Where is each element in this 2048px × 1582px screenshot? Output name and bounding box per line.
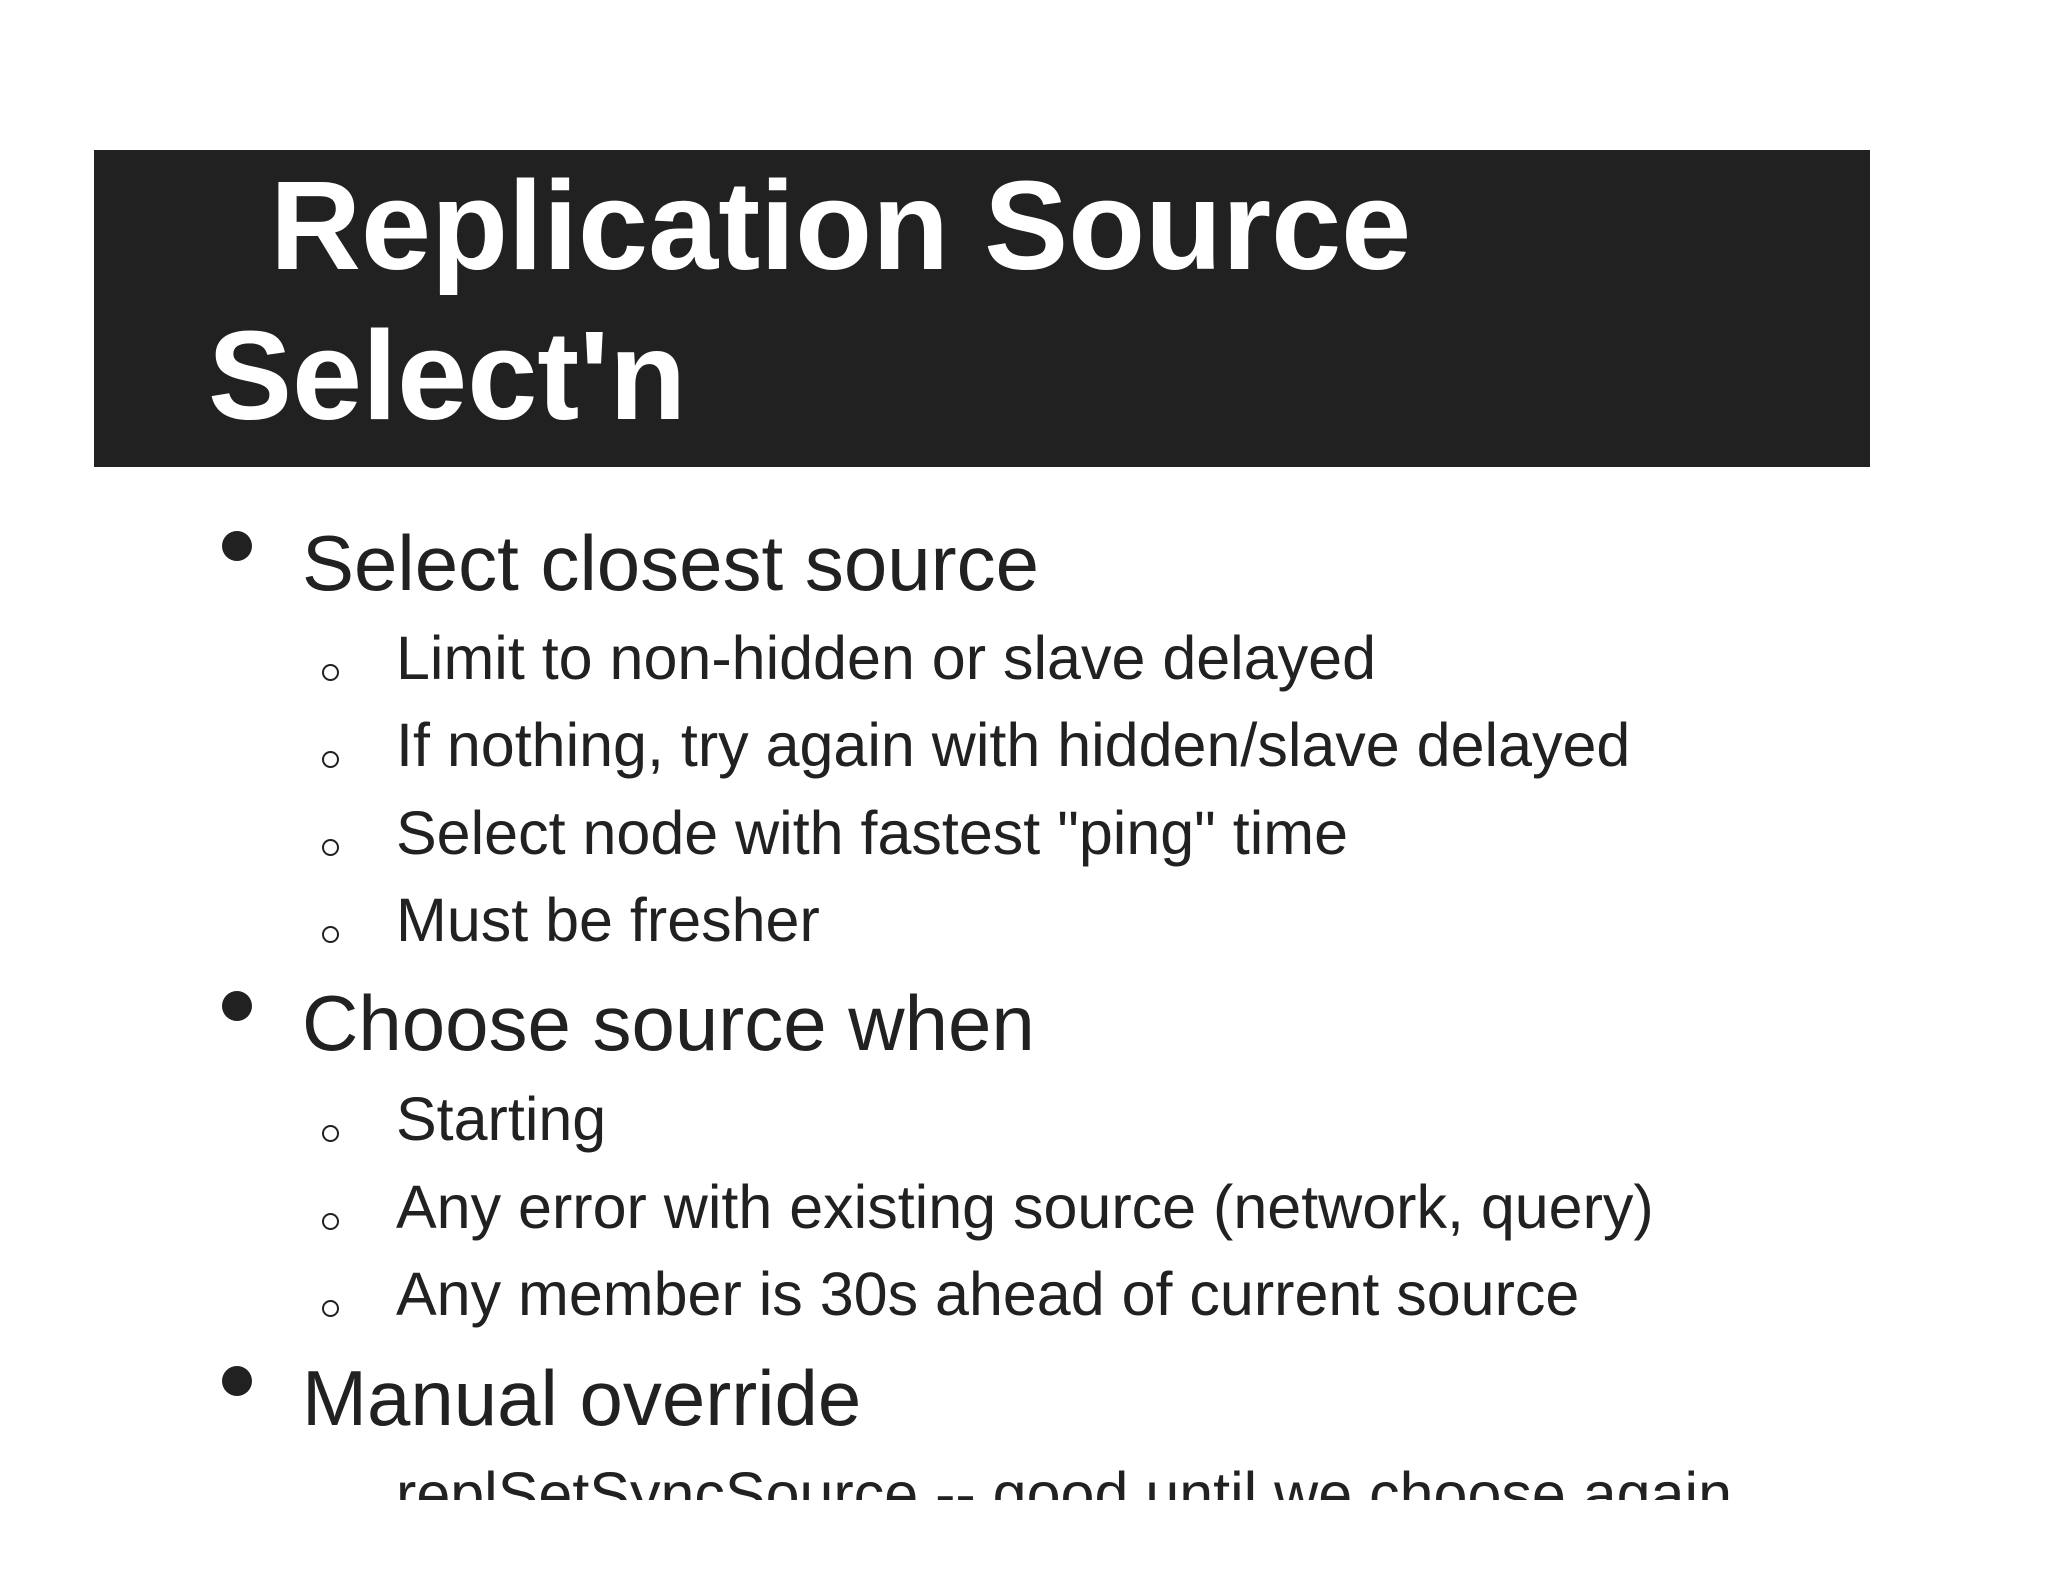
bullet-item: Choose source when [302,979,1035,1067]
title-bar [94,150,1870,467]
slide-title-line-1: Replication Source [270,155,1412,296]
sub-bullet-circle-icon [322,1213,339,1230]
sub-bullet-circle-icon [322,1125,339,1142]
sub-bullet-item: If nothing, try again with hidden/slave … [396,711,1631,779]
sub-bullet-circle-icon [322,926,339,943]
sub-bullet-circle-icon [322,664,339,681]
bullet-dot-icon [222,991,252,1021]
slide-title-line-2: Select'n [208,305,687,446]
bullet-dot-icon [222,1366,252,1396]
sub-bullet-item: Select node with fastest "ping" time [396,799,1349,867]
bullet-item: Select closest source [302,519,1040,607]
bullet-item: Manual override [302,1354,862,1442]
sub-bullet-item: replSetSyncSource -- good until we choos… [396,1460,1733,1500]
sub-bullet-circle-icon [322,1300,339,1317]
sub-bullet-circle-icon [322,839,339,856]
sub-bullet-circle-icon [322,751,339,768]
sub-bullet-item: Any member is 30s ahead of current sourc… [396,1260,1580,1328]
sub-bullet-item: Any error with existing source (network,… [396,1173,1654,1241]
sub-bullet-item: Starting [396,1085,607,1153]
bullet-dot-icon [222,531,252,561]
sub-bullet-item: Limit to non-hidden or slave delayed [396,624,1376,692]
sub-bullet-item: Must be fresher [396,886,820,954]
bullet-list: Select closest source Limit to non-hidde… [222,519,1733,1500]
